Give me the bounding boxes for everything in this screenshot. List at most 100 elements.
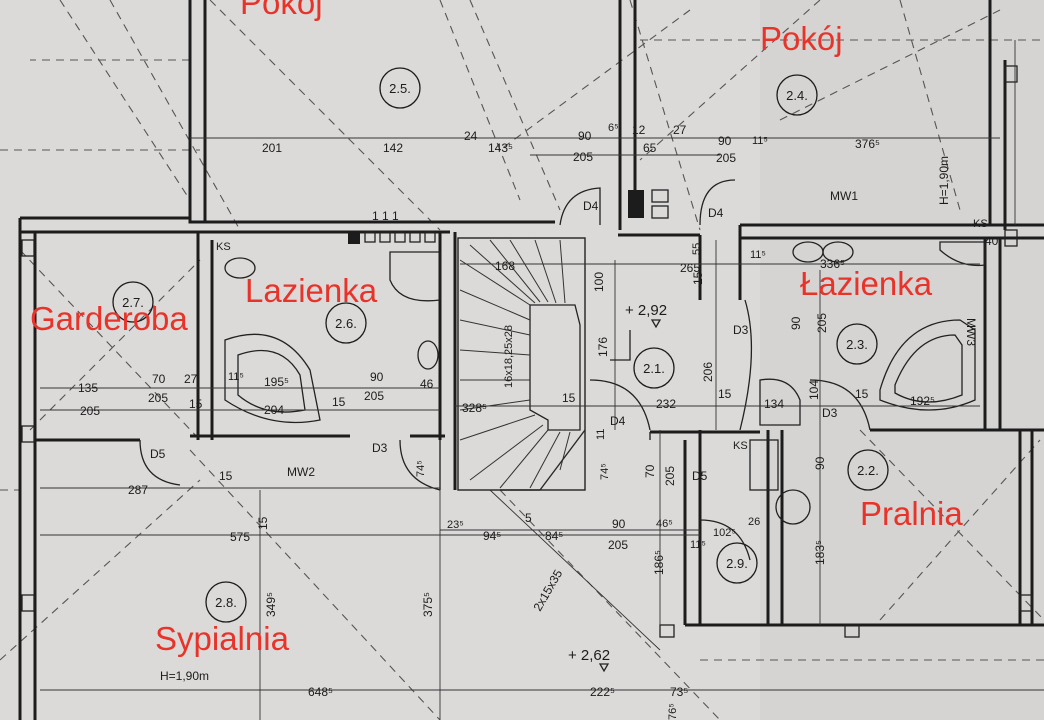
door-label: D4 <box>708 206 724 220</box>
mw1-mark: MW1 <box>830 189 858 203</box>
ks-mark: KS <box>216 241 231 253</box>
dim-text: 40 <box>985 234 999 248</box>
dim-text: 55 <box>691 243 703 255</box>
dim-text: 76⁵ <box>667 703 679 720</box>
dim-text: 205 <box>364 389 384 403</box>
room-number-2-3: 2.3. <box>846 337 868 352</box>
room-number-2-5: 2.5. <box>389 81 411 96</box>
room-circle-2-8 <box>205 581 247 623</box>
door-label: D3 <box>822 406 838 420</box>
dim-text: 186⁵ <box>652 550 666 575</box>
dim-text: 15 <box>718 387 732 401</box>
dim-text: 205 <box>608 538 628 552</box>
room-circles <box>112 67 889 623</box>
dim-text: 102⁵ <box>713 527 736 539</box>
dim-text: 206 <box>701 362 715 382</box>
dim-text: 376⁵ <box>855 137 880 151</box>
dim-text: 375⁵ <box>421 592 435 617</box>
door-label: D5 <box>150 447 166 461</box>
dim-text: 73⁵ <box>670 685 688 699</box>
dim-text: 328⁵ <box>462 401 487 415</box>
plan-marks: KS KS KS MW1 MW2 MW3 1 1 1 H=1,90m H=1,9… <box>160 156 988 683</box>
elevation-label: + 2,92 <box>625 302 667 319</box>
room-label-pokoj-right: Pokój <box>760 20 843 57</box>
dim-text: 15 <box>332 395 346 409</box>
dim-text: 232 <box>656 397 676 411</box>
dim-text: 23⁵ <box>447 519 464 531</box>
dim-text: 6⁵ <box>608 122 619 134</box>
room-label-lazienka-left: Lazienka <box>245 272 378 309</box>
dim-text: 15 <box>691 271 705 285</box>
room-numbers: 2.5. 2.4. 2.6. 2.7. 2.1. 2.3. 2.2. 2.8. … <box>122 81 879 610</box>
room-circle-2-6 <box>325 302 367 344</box>
dim-text: 70 <box>643 464 657 478</box>
dim-text: 94⁵ <box>483 529 501 543</box>
dim-text: 205 <box>80 404 100 418</box>
dim-text: 90 <box>789 316 803 330</box>
room-label-garderoba: Garderoba <box>30 300 188 337</box>
door-label: D4 <box>610 414 626 428</box>
height-mark: H=1,90m <box>160 669 209 683</box>
ks-mark: KS <box>973 218 988 230</box>
dim-text: 336⁵ <box>820 257 845 271</box>
dim-text: 205 <box>573 150 593 164</box>
dim-text: 90 <box>612 517 626 531</box>
dim-text: 12 <box>632 123 646 137</box>
room-label-pokoj-left: Pokój <box>240 0 323 21</box>
dim-text: 70 <box>152 372 166 386</box>
dim-text: 46 <box>420 377 434 391</box>
door-label: D5 <box>692 469 708 483</box>
dim-text: 90 <box>578 129 592 143</box>
door-label: D4 <box>583 199 599 213</box>
mw3-mark: MW3 <box>964 318 978 346</box>
dim-text: 143⁵ <box>488 141 513 155</box>
room-number-2-9: 2.9. <box>726 556 748 571</box>
dim-text: 11⁵ <box>228 371 244 383</box>
dim-text: 90 <box>813 456 827 470</box>
room-labels: Pokój Pokój Lazienka Łazienka Garderoba … <box>30 0 963 657</box>
vent-mark: 1 1 1 <box>372 209 399 223</box>
dim-text: 74⁵ <box>415 460 427 477</box>
dim-text: 205 <box>148 391 168 405</box>
dim-text: 15 <box>855 387 869 401</box>
ks-mark: KS <box>733 440 748 452</box>
dim-text: 222⁵ <box>590 685 615 699</box>
room-circle-2-3 <box>836 323 878 365</box>
dim-text: 205 <box>663 466 677 486</box>
dim-text: 15 <box>189 397 203 411</box>
dim-text: 349⁵ <box>264 592 278 617</box>
paper-shadow <box>760 0 1044 720</box>
room-number-2-8: 2.8. <box>215 595 237 610</box>
dim-text: 15 <box>562 391 576 405</box>
bathroom-fixtures <box>21 65 1033 638</box>
staircase <box>457 237 586 491</box>
dim-text: 205 <box>815 313 829 333</box>
dim-text: 265 <box>680 261 700 275</box>
door-label: D3 <box>372 441 388 455</box>
dim-text: 100 <box>592 272 606 292</box>
dim-text: 142 <box>383 141 403 155</box>
dim-text: 46⁵ <box>656 518 673 530</box>
dim-text: 176 <box>596 337 610 357</box>
elevation-label: + 2,62 <box>568 647 610 664</box>
dim-text: 287 <box>128 483 148 497</box>
dim-text: 27 <box>673 123 687 137</box>
dim-text: 90 <box>370 370 384 384</box>
dim-text: 11⁵ <box>690 539 706 551</box>
dim-text: 104 <box>807 380 821 400</box>
room-circle-2-2 <box>847 449 889 491</box>
dim-text: 11⁵ <box>750 249 766 261</box>
dim-text: 168 <box>495 259 515 273</box>
door-label: D3 <box>733 323 749 337</box>
dim-text: 16x18,25x28 <box>503 325 515 388</box>
door-labels: D4 D4 D4 D3 D3 D3 D5 D5 <box>150 199 838 483</box>
dim-text: 11⁵ <box>752 135 768 147</box>
dim-text: 27 <box>184 372 198 386</box>
dim-text: 90 <box>718 134 732 148</box>
dim-text: 135 <box>78 381 98 395</box>
walls <box>18 0 1044 720</box>
dim-text: 5 <box>525 511 532 525</box>
dim-text: 648⁵ <box>308 685 333 699</box>
